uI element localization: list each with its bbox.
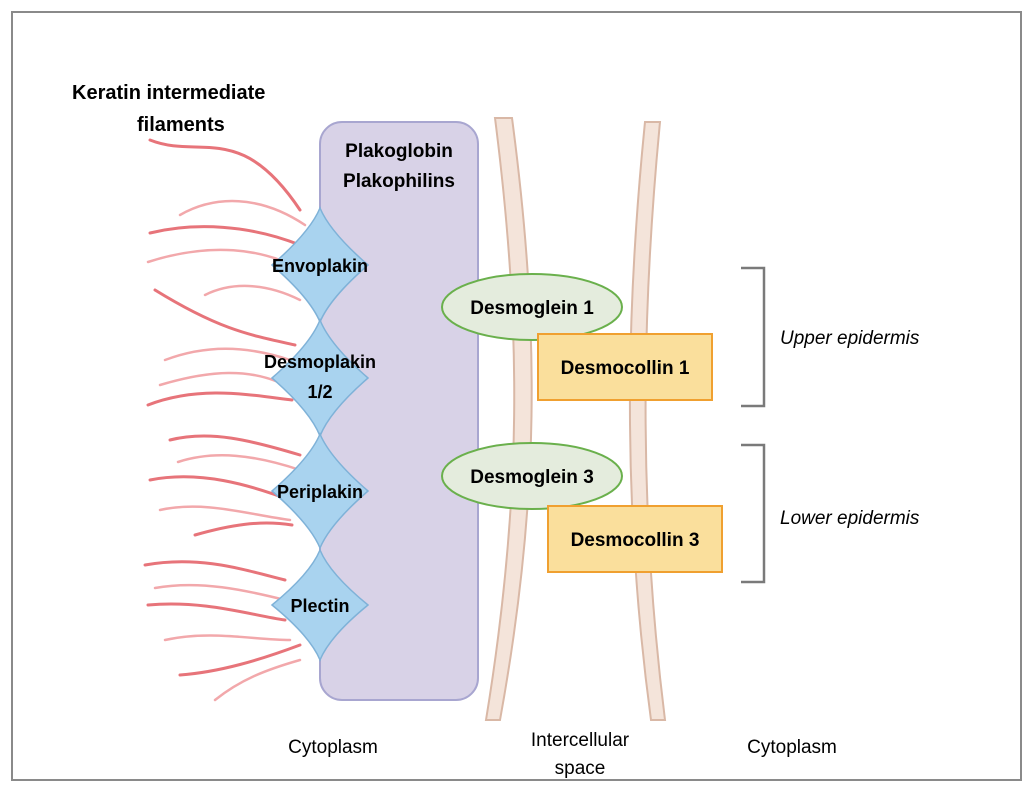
keratin-filament (160, 373, 285, 385)
keratin-filament (155, 585, 285, 600)
keratin-filament (150, 477, 290, 500)
keratin-filament (195, 523, 292, 535)
lower-epidermis-bracket (741, 445, 764, 582)
keratin-filament (180, 201, 305, 225)
keratin-filament (165, 636, 290, 640)
desmoglein-1-label: Desmoglein 1 (470, 298, 594, 319)
keratin-label-line1: Keratin intermediate (72, 82, 265, 104)
keratin-filament (148, 604, 285, 620)
desmocollin-1-label: Desmocollin 1 (561, 358, 690, 379)
keratin-filament (180, 645, 300, 675)
plakin-label: Periplakin (277, 482, 363, 502)
keratin-filament (178, 455, 300, 470)
keratin-filaments (145, 140, 305, 700)
plakin-label: Desmoplakin (264, 352, 376, 372)
upper-epidermis-bracket (741, 268, 764, 406)
keratin-filament (150, 140, 300, 210)
desmocollin-3-label: Desmocollin 3 (571, 530, 700, 551)
box-label-plakophilins: Plakophilins (343, 171, 455, 192)
desmoglein-1: Desmoglein 1 (442, 274, 622, 340)
lower-epidermis-label: Lower epidermis (780, 508, 920, 529)
desmoglein-3-label: Desmoglein 3 (470, 467, 594, 488)
desmoglein-3: Desmoglein 3 (442, 443, 622, 509)
desmocollin-1: Desmocollin 1 (538, 334, 712, 400)
plakin-label: Plectin (290, 596, 349, 616)
cytoplasm-left-label: Cytoplasm (288, 737, 378, 758)
plasma-membrane-left (486, 118, 532, 720)
upper-epidermis-label: Upper epidermis (780, 328, 920, 349)
intercellular-label-line1: Intercellular (531, 730, 630, 751)
box-label-plakoglobin: Plakoglobin (345, 141, 453, 162)
cytoplasm-right-label: Cytoplasm (747, 737, 837, 758)
desmocollin-3: Desmocollin 3 (548, 506, 722, 572)
keratin-filament (155, 290, 295, 345)
keratin-filament (148, 393, 292, 405)
keratin-filament (205, 286, 300, 300)
keratin-filament (145, 562, 285, 580)
intercellular-label-line2: space (555, 758, 606, 779)
plasma-membrane-right (630, 122, 665, 720)
plakin-label: Envoplakin (272, 256, 368, 276)
keratin-filament (170, 436, 300, 455)
keratin-filament (160, 507, 290, 520)
plakin-label-line2: 1/2 (307, 382, 332, 402)
keratin-filament (150, 227, 300, 245)
keratin-label-line2: filaments (137, 114, 225, 136)
